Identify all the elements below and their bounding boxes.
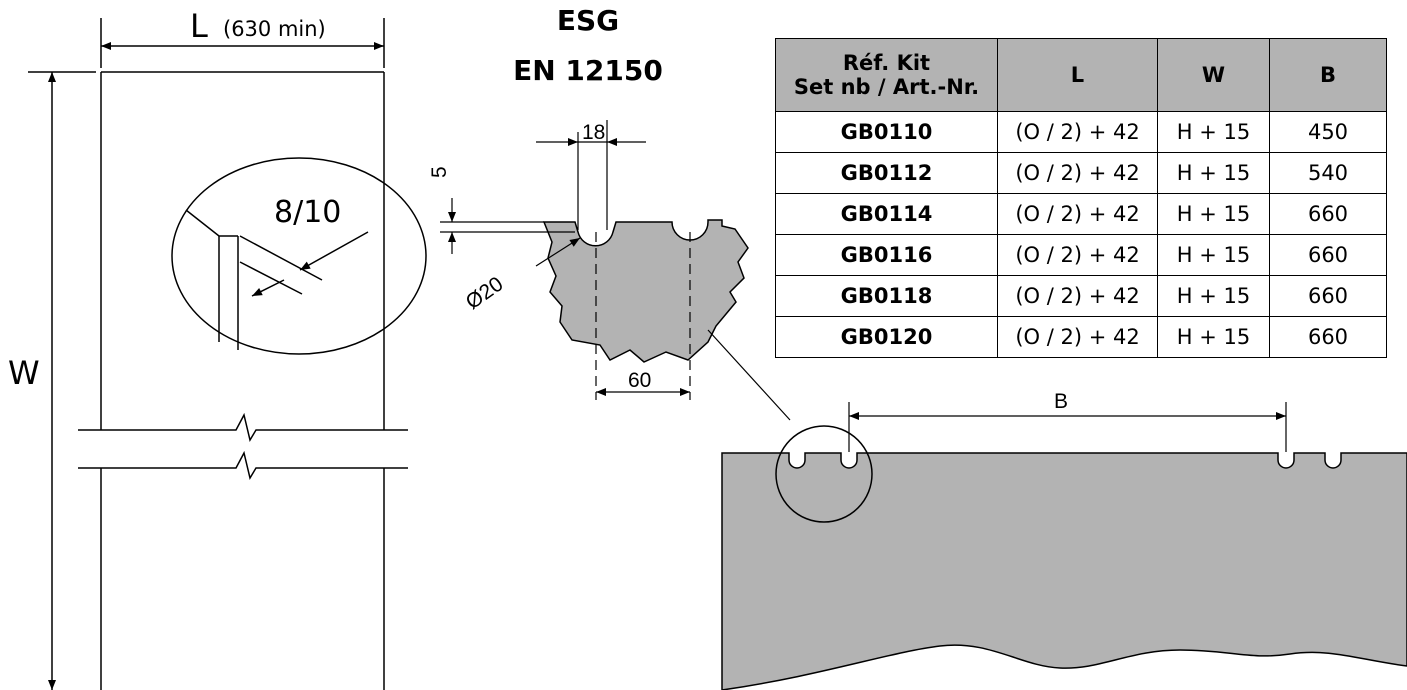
table-row: GB0110 (O / 2) + 42 H + 15 450 [775, 111, 1387, 153]
cell-ref: GB0114 [775, 193, 998, 235]
cell-w: H + 15 [1157, 193, 1270, 235]
width-note: (630 min) [223, 17, 326, 41]
cell-w: H + 15 [1157, 275, 1270, 317]
kit-table: Réf. Kit Set nb / Art.-Nr. L W B GB0110 … [775, 38, 1387, 358]
cell-w: H + 15 [1157, 152, 1270, 194]
cell-l: (O / 2) + 42 [997, 316, 1158, 358]
cell-b: 660 [1269, 193, 1387, 235]
cell-w: H + 15 [1157, 234, 1270, 276]
header-b: B [1269, 38, 1387, 112]
cell-b: 660 [1269, 275, 1387, 317]
header-ref: Réf. Kit Set nb / Art.-Nr. [775, 38, 998, 112]
standard-title: ESG [557, 4, 619, 37]
standard-code: EN 12150 [513, 54, 663, 87]
cell-w: H + 15 [1157, 111, 1270, 153]
cell-l: (O / 2) + 42 [997, 234, 1158, 276]
detail-callout-circle [775, 425, 873, 523]
hole-pitch-label: 60 [628, 369, 651, 392]
cell-l: (O / 2) + 42 [997, 193, 1158, 235]
cell-b: 540 [1269, 152, 1387, 194]
cell-ref: GB0112 [775, 152, 998, 194]
notch-profile-detail [440, 120, 791, 421]
table-row: GB0114 (O / 2) + 42 H + 15 660 [775, 193, 1387, 235]
cell-ref: GB0118 [775, 275, 998, 317]
notch-width-label: 18 [582, 121, 605, 144]
cell-l: (O / 2) + 42 [997, 275, 1158, 317]
panel-elevation [28, 18, 427, 690]
glass-section [542, 219, 749, 363]
spacing-label: B [1054, 390, 1068, 413]
thickness-label: 8/10 [274, 195, 341, 230]
table-row: GB0120 (O / 2) + 42 H + 15 660 [775, 316, 1387, 358]
break-line [78, 412, 408, 442]
cell-l: (O / 2) + 42 [997, 111, 1158, 153]
cell-ref: GB0116 [775, 234, 998, 276]
cell-ref: GB0110 [775, 111, 998, 153]
glass-panel [721, 452, 1407, 690]
height-label: W [8, 354, 40, 392]
edge-detail-circle [171, 157, 427, 355]
cell-b: 450 [1269, 111, 1387, 153]
cell-b: 660 [1269, 316, 1387, 358]
table-row: GB0112 (O / 2) + 42 H + 15 540 [775, 152, 1387, 194]
cell-ref: GB0120 [775, 316, 998, 358]
table-row: GB0116 (O / 2) + 42 H + 15 660 [775, 234, 1387, 276]
break-line [78, 450, 408, 480]
width-label: L [190, 7, 208, 45]
cell-w: H + 15 [1157, 316, 1270, 358]
notch-depth-label: 5 [428, 166, 451, 178]
glass-panel-with-notches [721, 402, 1407, 690]
cell-b: 660 [1269, 234, 1387, 276]
header-l: L [997, 38, 1158, 112]
table-header-row: Réf. Kit Set nb / Art.-Nr. L W B [775, 38, 1387, 112]
cell-l: (O / 2) + 42 [997, 152, 1158, 194]
hole-diameter-label: Ø20 [462, 272, 508, 314]
table-row: GB0118 (O / 2) + 42 H + 15 660 [775, 275, 1387, 317]
header-w: W [1157, 38, 1270, 112]
